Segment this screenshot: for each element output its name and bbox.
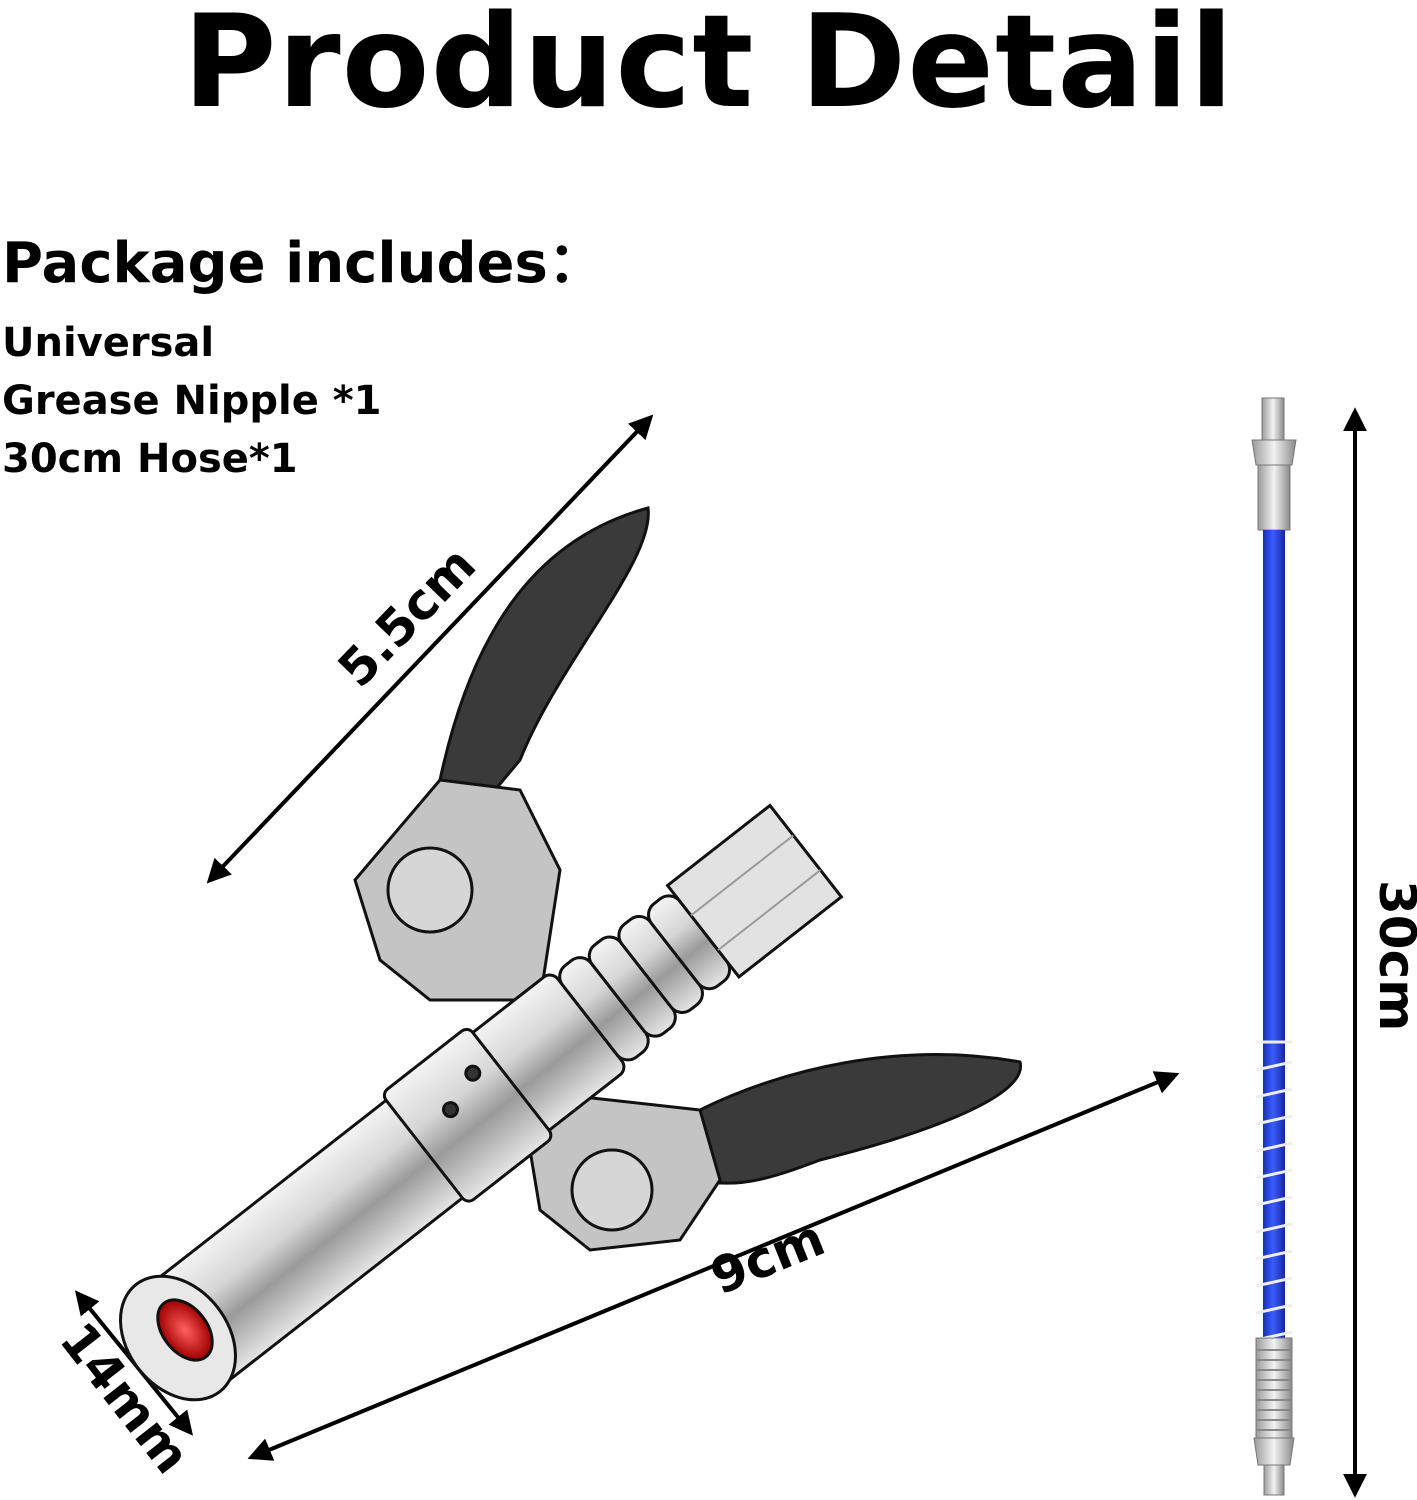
page-title: Product Detail [182, 0, 1235, 137]
hose-dimension: 30cm [1343, 407, 1417, 1498]
body-length-label: 9cm [703, 1209, 833, 1306]
grease-coupler-image [119, 506, 1022, 1402]
hose-image [1251, 397, 1297, 1496]
hose-length-label: 30cm [1368, 880, 1417, 1031]
package-heading: Package includes： [2, 231, 604, 296]
hose-spring [1255, 1040, 1293, 1342]
package-item: Universal [2, 320, 215, 366]
